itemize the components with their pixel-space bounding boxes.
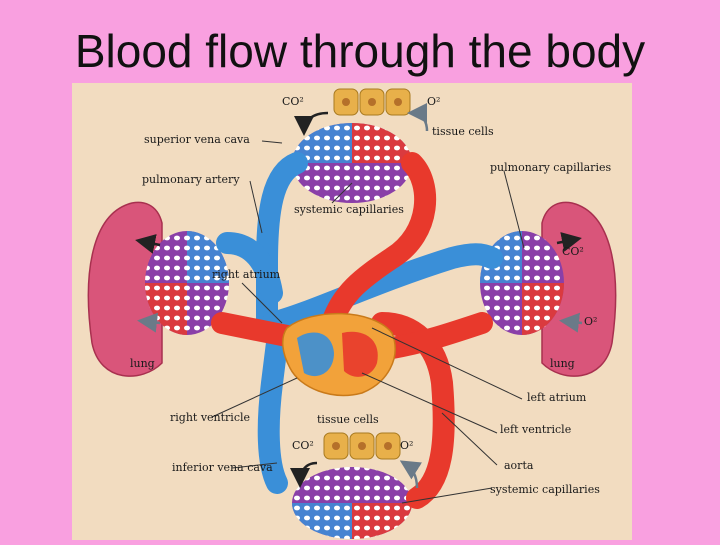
lung-right-label: lung xyxy=(550,357,575,370)
lung-left-label: lung xyxy=(130,357,155,370)
bottom-tissue-cells xyxy=(323,432,401,460)
systemic-capillaries-top-label: systemic capillaries xyxy=(294,203,404,216)
tissue-cells-bottom-label: tissue cells xyxy=(317,413,379,426)
superior-vena-cava-label: superior vena cava xyxy=(144,133,250,146)
co2-top-label: CO² xyxy=(282,95,304,108)
o2-bottom-label: O² xyxy=(400,439,413,452)
right-atrium-label: right atrium xyxy=(212,268,281,281)
aorta-label: aorta xyxy=(504,459,534,472)
o2-top-label: O² xyxy=(427,95,440,108)
page-title: Blood flow through the body xyxy=(74,25,646,77)
o2-right-label: O² xyxy=(584,315,597,328)
left-ventricle-label: left ventricle xyxy=(500,423,571,436)
heart xyxy=(282,312,396,397)
right-ventricle-label: right ventricle xyxy=(170,411,250,424)
pulmonary-artery-label: pulmonary artery xyxy=(142,173,240,186)
co2-bottom-label: CO² xyxy=(292,439,314,452)
circulation-svg: CO² O² tissue cells superior vena cava p… xyxy=(87,88,617,539)
circulation-diagram: CO² O² tissue cells superior vena cava p… xyxy=(72,83,632,540)
tissue-cells-top-label: tissue cells xyxy=(432,125,494,138)
deoxygenated-vessels xyxy=(216,152,503,494)
top-tissue-cells xyxy=(333,88,411,116)
co2-right-label: CO² xyxy=(562,245,584,258)
left-atrium-label: left atrium xyxy=(527,391,587,404)
pulmonary-capillaries-label: pulmonary capillaries xyxy=(490,161,611,174)
systemic-capillaries-bottom-label: systemic capillaries xyxy=(490,483,600,496)
inferior-vena-cava-label: inferior vena cava xyxy=(172,461,273,474)
